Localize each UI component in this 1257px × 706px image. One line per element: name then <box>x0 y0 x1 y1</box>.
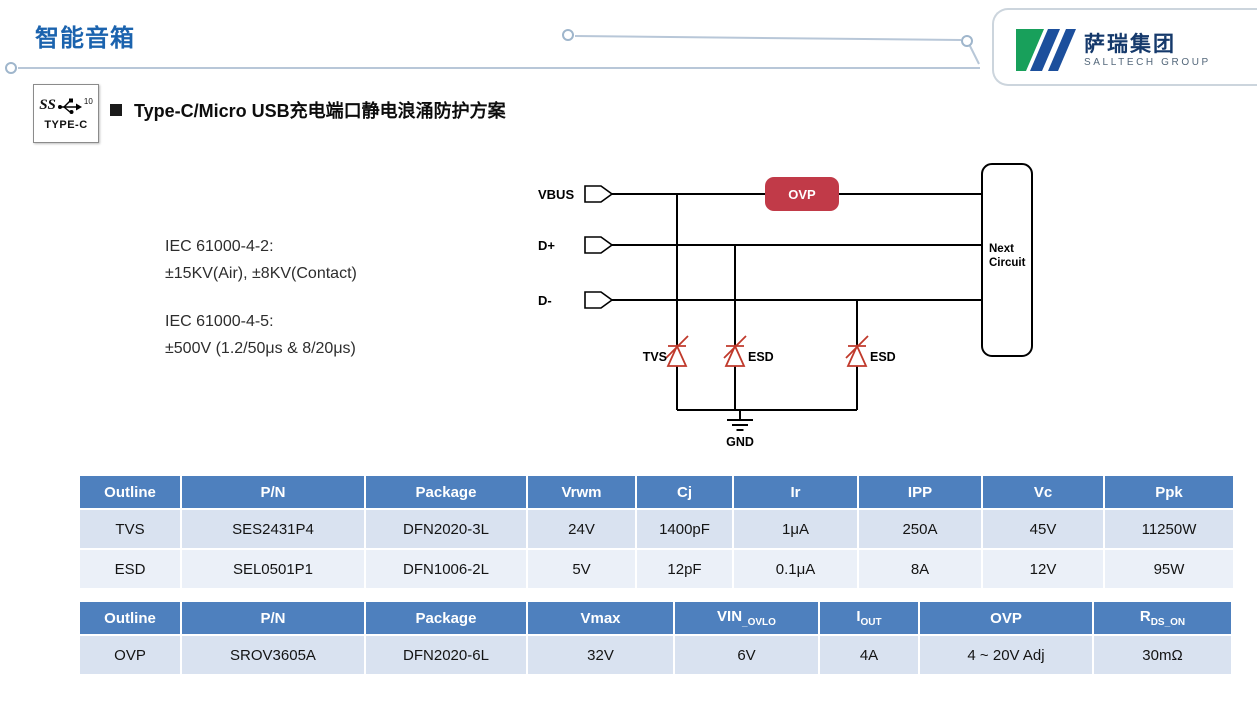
usb-trident-icon <box>57 98 82 114</box>
protection-circuit-diagram: VBUS D+ D- OVP Next Circuit TVS ESD ESD <box>538 163 1033 449</box>
column-header: Package <box>366 602 526 634</box>
cell: SROV3605A <box>182 636 364 674</box>
type-c-label: TYPE-C <box>44 118 88 131</box>
table-row-ovp: OVP SROV3605A DFN2020-6L 32V 6V 4A 4 ~ 2… <box>80 636 1231 674</box>
column-header: P/N <box>182 602 364 634</box>
logo-company-subtitle: SALLTECH GROUP <box>1084 57 1211 68</box>
esd-diode-icon <box>845 335 869 367</box>
cell: 95W <box>1105 550 1233 588</box>
logo-company-name: 萨瑞集团 <box>1084 33 1176 56</box>
column-header: Vrwm <box>528 476 635 508</box>
spec-tables: Outline P/N Package Vrwm Cj Ir IPP Vc Pp… <box>78 474 1233 676</box>
cell: 11250W <box>1105 510 1233 548</box>
cell: 30mΩ <box>1094 636 1231 674</box>
esd-diode-icon <box>723 335 747 367</box>
cell: DFN2020-3L <box>366 510 526 548</box>
cell: 12V <box>983 550 1103 588</box>
tvs-diode-icon <box>665 335 689 367</box>
usb-ss-mark: SS 10 <box>39 97 93 115</box>
next-circuit-block <box>981 163 1033 357</box>
table1-header-row: Outline P/N Package Vrwm Cj Ir IPP Vc Pp… <box>80 476 1233 508</box>
cell: 1400pF <box>637 510 732 548</box>
cell: DFN1006-2L <box>366 550 526 588</box>
cell: DFN2020-6L <box>366 636 526 674</box>
salltech-logo-icon <box>1016 29 1076 71</box>
cell: OVP <box>80 636 180 674</box>
dminus-label: D- <box>538 293 552 308</box>
column-header: OVP <box>920 602 1092 634</box>
cell: 1μA <box>734 510 857 548</box>
iec-esd-values: ±15KV(Air), ±8KV(Contact) <box>165 265 357 282</box>
section-heading: Type-C/Micro USB充电端口静电浪涌防护方案 <box>110 97 506 123</box>
column-header: RDS_ON <box>1094 602 1231 634</box>
page-title: 智能音箱 <box>35 25 135 52</box>
signal-wires <box>612 193 982 301</box>
iec-spec-block: IEC 61000-4-2: ±15KV(Air), ±8KV(Contact)… <box>165 233 357 362</box>
column-header: Ppk <box>1105 476 1233 508</box>
usb-speed-label: 10 <box>83 97 93 106</box>
cell: 6V <box>675 636 818 674</box>
esd2-label: ESD <box>870 350 896 364</box>
cell: 5V <box>528 550 635 588</box>
cell: SES2431P4 <box>182 510 364 548</box>
cell: 45V <box>983 510 1103 548</box>
ovp-block <box>765 177 839 211</box>
gnd-label: GND <box>726 435 754 449</box>
section-title: Type-C/Micro USB充电端口静电浪涌防护方案 <box>134 101 506 121</box>
column-header: Outline <box>80 476 180 508</box>
table-row-tvs: TVS SES2431P4 DFN2020-3L 24V 1400pF 1μA … <box>80 510 1233 548</box>
next-circuit-label-line2: Circuit <box>989 257 1026 269</box>
esd1-label: ESD <box>748 350 774 364</box>
cell: 8A <box>859 550 981 588</box>
column-header: Ir <box>734 476 857 508</box>
square-bullet-icon <box>110 104 122 116</box>
spacer <box>165 287 357 308</box>
column-header: IPP <box>859 476 981 508</box>
cell: TVS <box>80 510 180 548</box>
dminus-pin-icon <box>584 291 614 309</box>
column-header: Package <box>366 476 526 508</box>
ovp-table: Outline P/N Package Vmax VIN_OVLO IOUT O… <box>78 600 1233 676</box>
cell: SEL0501P1 <box>182 550 364 588</box>
cell: 0.1μA <box>734 550 857 588</box>
column-header: IOUT <box>820 602 918 634</box>
header-decoration <box>5 29 980 74</box>
cell: 4 ~ 20V Adj <box>920 636 1092 674</box>
column-header: Vmax <box>528 602 673 634</box>
dplus-label: D+ <box>538 238 555 253</box>
iec-surge-standard: IEC 61000-4-5: <box>165 313 274 330</box>
vbus-pin-icon <box>584 185 614 203</box>
next-circuit-label-line1: Next <box>989 243 1014 255</box>
logo-frame <box>992 8 1257 86</box>
type-c-badge: SS 10 TYPE-C <box>33 84 99 143</box>
cell: 32V <box>528 636 673 674</box>
cell: 4A <box>820 636 918 674</box>
cell: 24V <box>528 510 635 548</box>
ground-symbol-icon <box>727 410 753 431</box>
column-header: P/N <box>182 476 364 508</box>
column-header: Cj <box>637 476 732 508</box>
usb-ss-label: SS <box>39 97 56 113</box>
table2-header-row: Outline P/N Package Vmax VIN_OVLO IOUT O… <box>80 602 1231 634</box>
dplus-pin-icon <box>584 236 614 254</box>
tvs-label: TVS <box>643 350 667 364</box>
column-header: VIN_OVLO <box>675 602 818 634</box>
iec-surge-values: ±500V (1.2/50μs & 8/20μs) <box>165 340 356 357</box>
vbus-label: VBUS <box>538 187 574 202</box>
column-header: Vc <box>983 476 1103 508</box>
iec-esd-standard: IEC 61000-4-2: <box>165 238 274 255</box>
cell: ESD <box>80 550 180 588</box>
table-row-esd: ESD SEL0501P1 DFN1006-2L 5V 12pF 0.1μA 8… <box>80 550 1233 588</box>
cell: 250A <box>859 510 981 548</box>
cell: 12pF <box>637 550 732 588</box>
tvs-esd-table: Outline P/N Package Vrwm Cj Ir IPP Vc Pp… <box>78 474 1235 590</box>
ovp-block-label: OVP <box>788 187 816 202</box>
column-header: Outline <box>80 602 180 634</box>
ground-wires <box>676 194 858 411</box>
